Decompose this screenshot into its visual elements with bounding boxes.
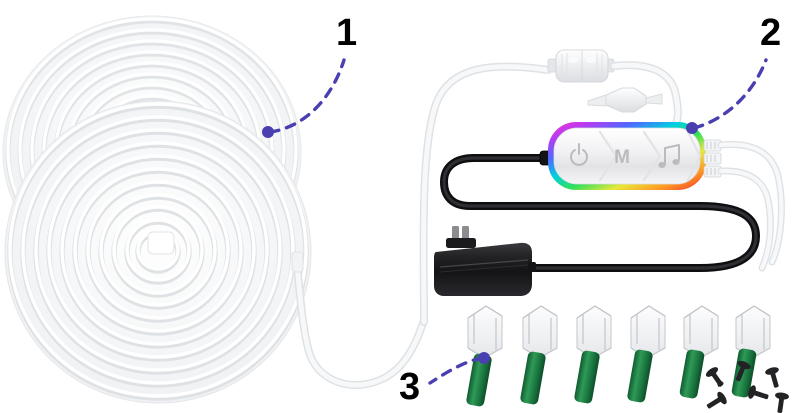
wall-anchor bbox=[520, 351, 546, 405]
rgb-controller: M bbox=[548, 122, 785, 272]
music-note-icon bbox=[658, 144, 680, 168]
callout-3-dot bbox=[478, 352, 490, 364]
strip-lead-cable bbox=[291, 251, 428, 389]
callout-2-leader bbox=[692, 58, 768, 130]
wall-anchor bbox=[466, 353, 492, 407]
mode-m-icon: M bbox=[614, 147, 630, 168]
wall-anchor bbox=[627, 349, 653, 403]
mounting-clip bbox=[522, 305, 558, 359]
callout-1-dot bbox=[262, 126, 274, 138]
branch-plug-connector bbox=[587, 87, 663, 113]
wall-anchor bbox=[731, 348, 757, 398]
callout-leader-lines bbox=[268, 58, 768, 385]
dc-power-cable bbox=[439, 150, 761, 272]
mounting-clip bbox=[467, 305, 503, 359]
screws bbox=[705, 360, 789, 413]
callout-number-1: 1 bbox=[336, 12, 358, 54]
callout-3-leader bbox=[428, 356, 484, 385]
screw bbox=[775, 392, 789, 413]
callout-leader-dots bbox=[262, 122, 698, 364]
waterproof-connector bbox=[547, 49, 615, 83]
wall-anchor bbox=[679, 349, 705, 399]
screw bbox=[706, 391, 727, 409]
connector-to-controller-cable bbox=[610, 61, 682, 128]
callout-number-2: 2 bbox=[760, 12, 782, 54]
power-adapter bbox=[434, 226, 536, 296]
mounting-clip bbox=[576, 305, 612, 359]
led-strip-coil-front bbox=[4, 100, 312, 404]
callout-1-leader bbox=[268, 58, 346, 134]
callout-number-3: 3 bbox=[399, 366, 421, 408]
mounting-clip bbox=[630, 305, 666, 359]
callout-2-dot bbox=[686, 122, 698, 134]
screw bbox=[748, 385, 769, 400]
controller-output-terminals bbox=[703, 139, 722, 178]
mounting-clip bbox=[735, 305, 771, 359]
wall-anchors bbox=[466, 348, 757, 407]
screw bbox=[765, 367, 779, 388]
screw bbox=[705, 367, 724, 388]
power-icon bbox=[570, 143, 588, 166]
screw bbox=[735, 360, 751, 382]
controller-input-cable bbox=[419, 62, 552, 326]
wall-anchor bbox=[574, 350, 600, 404]
mounting-clips bbox=[467, 305, 771, 359]
